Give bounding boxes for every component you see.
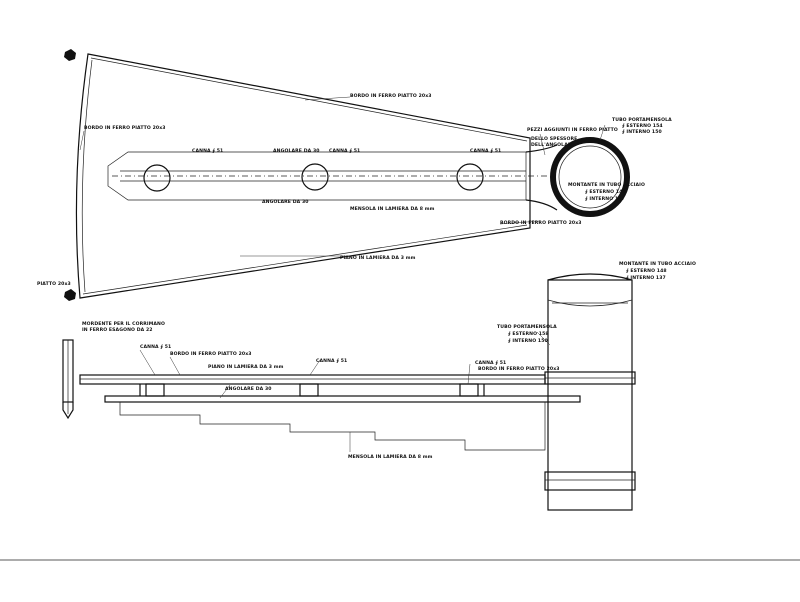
label-e-bordo-top: BORDO IN FERRO PIATTO 20x3: [170, 351, 252, 357]
label-bordo-sinistro: BORDO IN FERRO PIATTO 20x3: [84, 125, 166, 131]
canna-post-2: [299, 383, 319, 397]
label-montante-titolo: MONTANTE IN TUBO ACCIAIO: [568, 182, 645, 188]
canna-hole-1: [143, 164, 171, 192]
elevation-view: [62, 273, 636, 511]
label-mordente-2: IN FERRO ESAGONO DA 22: [82, 327, 153, 333]
handrail-pin-tip: [62, 402, 74, 420]
canna-post-1: [145, 383, 165, 397]
label-pezzi-aggiunti: PEZZI AGGIUNTI IN FERRO PIATTO: [527, 127, 618, 133]
label-e-tubo-interno: ∮ INTERNO 150: [508, 338, 548, 344]
label-canna-1: CANNA ∮ 51: [192, 148, 223, 154]
label-tubo-interno: ∮ INTERNO 150: [622, 129, 662, 135]
label-montante-esterno: ∮ ESTERNO 148: [585, 189, 626, 195]
elevation-tube: [547, 279, 633, 511]
label-piano-lamiera: PIANO IN LAMIERA DA 3 mm: [340, 255, 416, 261]
label-e-tubo-esterno: ∮ ESTERNO 158: [508, 331, 549, 337]
shelf-plate-outline: [75, 53, 531, 299]
canna-hole-3: [456, 163, 484, 191]
top-plate: [79, 374, 546, 385]
label-angolare-top: ANGOLARE DA 30: [273, 148, 320, 154]
stepped-bracket: [119, 402, 546, 451]
shelf-edge-inner-left: [81, 59, 93, 293]
tube-top-curve: [547, 273, 633, 281]
label-mensola-lamiera: MENSOLA IN LAMIERA DA 8 mm: [350, 206, 435, 212]
label-piatto-left: PIATTO 20x3: [37, 281, 71, 287]
clamp-band-bottom: [544, 471, 636, 491]
tube-portamensola-ring: [550, 137, 630, 217]
plan-view: [64, 49, 630, 301]
label-e-montante-titolo: MONTANTE IN TUBO ACCIAIO: [619, 261, 696, 267]
label-dello-spessore: DELLO SPESSORE: [531, 136, 577, 142]
shelf-edge-inner-bottom: [82, 224, 528, 295]
lower-plate: [104, 395, 581, 403]
label-e-mensola: MENSOLA IN LAMIERA DA 8 mm: [348, 454, 433, 460]
label-e-canna-3: CANNA ∮ 51: [475, 360, 506, 366]
bolt-head-top: [64, 49, 76, 61]
label-tubo-esterno: ∮ ESTERNO 154: [622, 123, 663, 129]
label-canna-2: CANNA ∮ 51: [329, 148, 360, 154]
canna-post-3: [459, 383, 479, 397]
label-e-piano: PIANO IN LAMIERA DA 3 mm: [208, 364, 284, 370]
label-e-canna-1: CANNA ∮ 51: [140, 344, 171, 350]
canna-hole-2: [301, 163, 329, 191]
neck-top: [525, 144, 558, 153]
label-e-canna-2: CANNA ∮ 51: [316, 358, 347, 364]
label-e-montante-esterno: ∮ ESTERNO 148: [626, 268, 667, 274]
label-montante-interno: ∮ INTERNO 137: [585, 196, 625, 202]
label-e-tubo-portamensola: TUBO PORTAMENSOLA: [497, 324, 557, 330]
label-mordente-1: MORDENTE PER IL CORRIMANO: [82, 321, 165, 327]
label-canna-3: CANNA ∮ 51: [470, 148, 501, 154]
label-e-montante-interno: ∮ INTERNO 137: [626, 275, 666, 281]
label-dell-angolare: DELL'ANGOLARE: [531, 142, 575, 148]
label-e-angolare: ANGOLARE DA 30: [225, 386, 272, 392]
label-e-bordo-right: BORDO IN FERRO PIATTO 20x3: [478, 366, 560, 372]
label-tubo-portamensola: TUBO PORTAMENSOLA: [612, 117, 672, 123]
montante-ring: [558, 145, 622, 209]
label-bordo-lower-right: BORDO IN FERRO PIATTO 20x3: [500, 220, 582, 226]
label-bordo-ferro-piatto: BORDO IN FERRO PIATTO 20x3: [350, 93, 432, 99]
neck-bottom: [525, 199, 558, 211]
bolt-head-bottom: [64, 289, 76, 301]
label-angolare-bottom: ANGOLARE DA 30: [262, 199, 309, 205]
